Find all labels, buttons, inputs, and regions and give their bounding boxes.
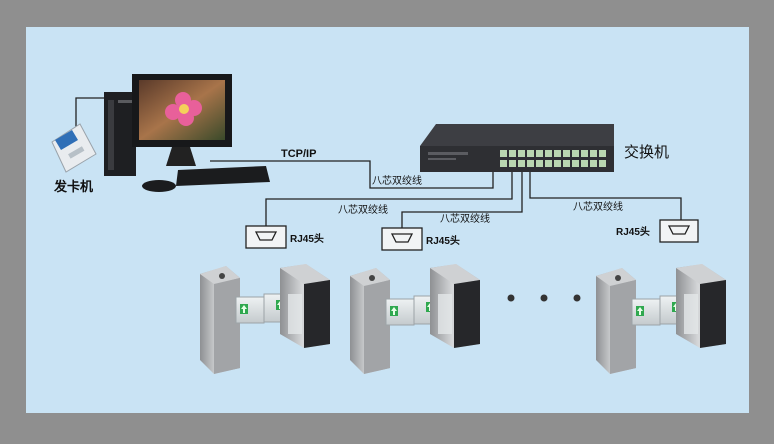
mouse — [142, 180, 176, 192]
tcpip-line — [210, 160, 494, 189]
card-reader-cable — [75, 97, 104, 128]
cable-label-3: 八芯双绞线 — [440, 212, 490, 225]
cable-label-4: 八芯双绞线 — [573, 200, 623, 213]
swing-gate-turnstile-icon — [200, 264, 330, 374]
cable-label-1: 八芯双绞线 — [372, 174, 422, 187]
rj45-2-cable — [401, 172, 523, 228]
rj45-label-1: RJ45头 — [290, 232, 324, 245]
network-switch-icon — [420, 124, 614, 172]
rj45-label-2: RJ45头 — [426, 234, 460, 247]
connection-lines — [75, 97, 682, 228]
rj45-label-3: RJ45头 — [616, 225, 650, 238]
card-issuer-label: 发卡机 — [53, 179, 93, 194]
swing-gate-turnstile-icon — [350, 264, 480, 374]
cable-label-2: 八芯双绞线 — [338, 203, 388, 216]
monitor-stand — [166, 147, 196, 166]
rj45-connector-icon — [381, 227, 423, 251]
rj45-connector-icon — [659, 219, 699, 243]
ellipsis-dots-icon — [507, 294, 581, 302]
swing-gate-turnstile-icon — [596, 264, 726, 374]
switch-ports — [500, 150, 606, 167]
tcpip-label: TCP/IP — [281, 148, 316, 160]
card-issuer-icon — [51, 123, 97, 173]
desktop-computer-icon — [104, 74, 270, 192]
rj45-3-cable — [529, 172, 682, 222]
flower-icon — [165, 92, 202, 126]
switch-label: 交换机 — [624, 143, 669, 161]
rj45-1-cable — [265, 172, 513, 226]
rj45-connector-icon — [245, 225, 287, 249]
keyboard — [176, 166, 270, 186]
